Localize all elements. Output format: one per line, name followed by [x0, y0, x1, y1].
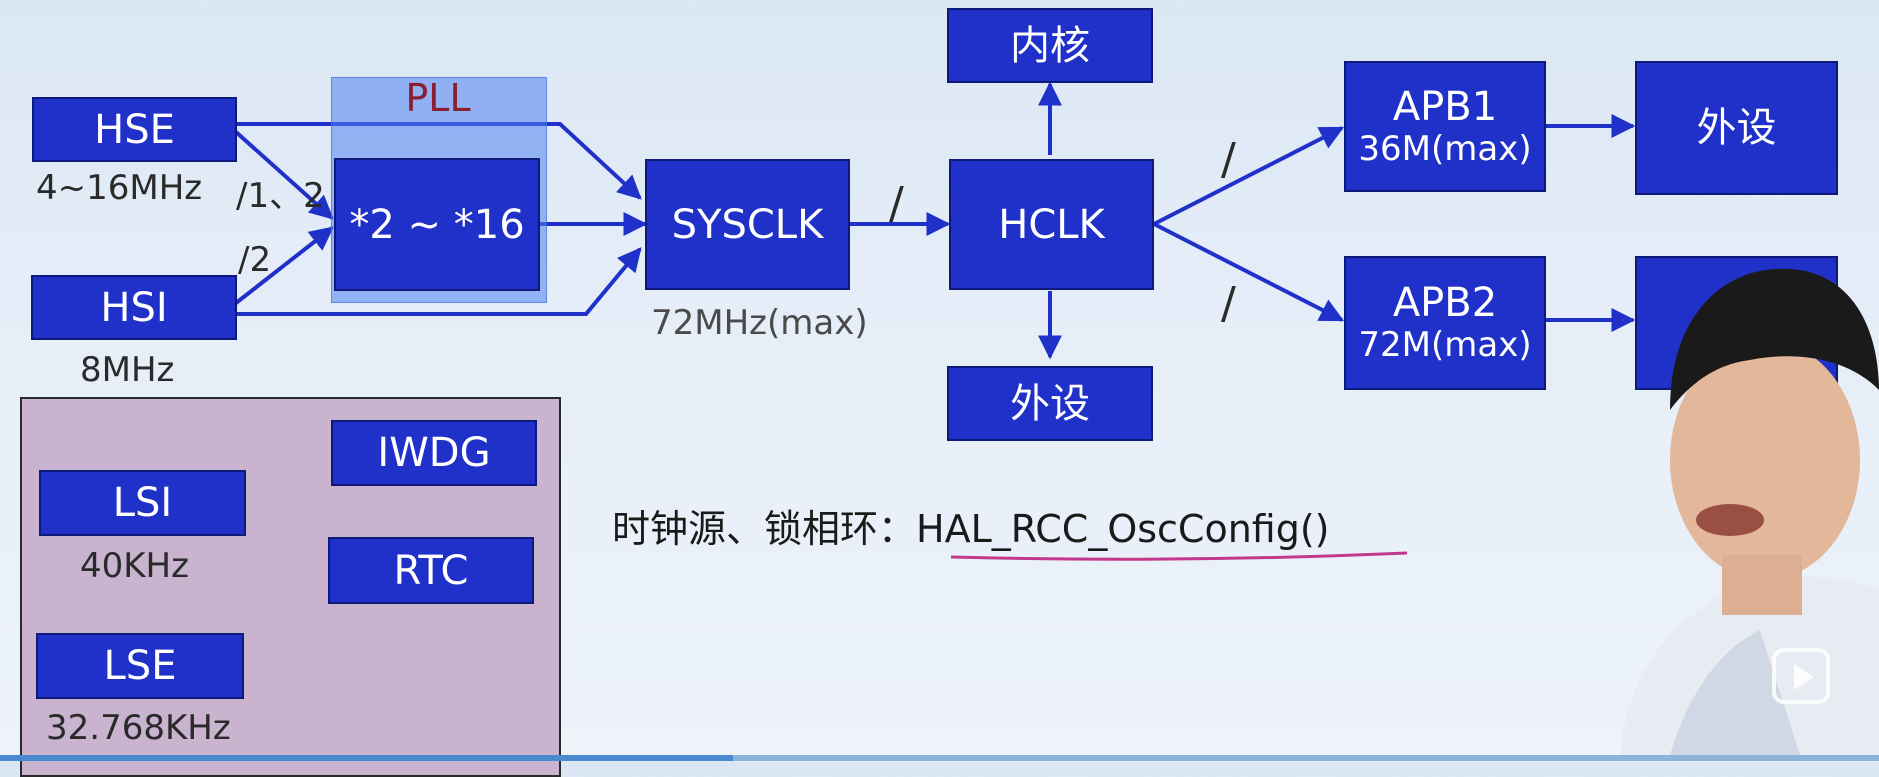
pll-multiplier-label: *2 ~ *16 — [349, 202, 524, 248]
lse-label: LSE — [104, 643, 177, 689]
ahb-prescaler-slash: / — [889, 178, 904, 229]
hclk-peripheral-box: 外设 — [947, 366, 1153, 441]
lse-frequency: 32.768KHz — [46, 708, 231, 748]
hse-divider: /1、2 — [236, 168, 325, 217]
osc-config-api-text: 时钟源、锁相环：HAL_RCC_OscConfig() — [612, 498, 1330, 553]
apb1-label: APB1 — [1393, 84, 1497, 130]
presenter-video-figure — [1600, 250, 1879, 755]
video-watermark-icon — [1772, 648, 1830, 704]
rtc-box: RTC — [328, 537, 534, 604]
apb1-freq: 36M(max) — [1358, 130, 1531, 169]
pll-multiplier-box: *2 ~ *16 — [334, 158, 540, 291]
iwdg-box: IWDG — [331, 420, 537, 486]
hsi-divider: /2 — [238, 240, 271, 280]
hsi-box: HSI — [31, 275, 237, 340]
hsi-label: HSI — [100, 285, 167, 331]
hsi-frequency: 8MHz — [80, 350, 174, 390]
iwdg-label: IWDG — [377, 430, 490, 476]
hclk-label: HCLK — [998, 202, 1105, 248]
apb1-peripheral-box: 外设 — [1635, 61, 1838, 195]
lsi-frequency: 40KHz — [80, 546, 189, 586]
hse-box: HSE — [32, 97, 237, 162]
api-underline — [949, 549, 1409, 563]
hclk-box: HCLK — [949, 159, 1154, 290]
arrow-hclk-apb1 — [1154, 128, 1342, 224]
arrow-hclk-apb2 — [1154, 224, 1342, 320]
lsi-label: LSI — [113, 480, 172, 526]
lse-box: LSE — [36, 633, 244, 699]
hclk-peripheral-label: 外设 — [1010, 381, 1090, 427]
video-progress-bar[interactable] — [0, 755, 1879, 761]
lsi-box: LSI — [39, 470, 246, 536]
apb2-prescaler-slash: / — [1221, 278, 1236, 329]
apb2-freq: 72M(max) — [1358, 326, 1531, 365]
apb1-prescaler-slash: / — [1221, 134, 1236, 185]
apb2-label: APB2 — [1393, 280, 1497, 326]
rtc-label: RTC — [394, 548, 469, 594]
pll-title: PLL — [331, 76, 545, 120]
core-label: 内核 — [1010, 23, 1090, 69]
video-progress-fill — [0, 755, 733, 761]
apb1-peripheral-label: 外设 — [1697, 105, 1777, 151]
hse-frequency: 4~16MHz — [36, 168, 202, 208]
sysclk-box: SYSCLK — [645, 159, 850, 290]
sysclk-label: SYSCLK — [672, 202, 824, 248]
sysclk-max-frequency: 72MHz(max) — [651, 303, 868, 343]
core-box: 内核 — [947, 8, 1153, 83]
hse-label: HSE — [94, 107, 175, 153]
